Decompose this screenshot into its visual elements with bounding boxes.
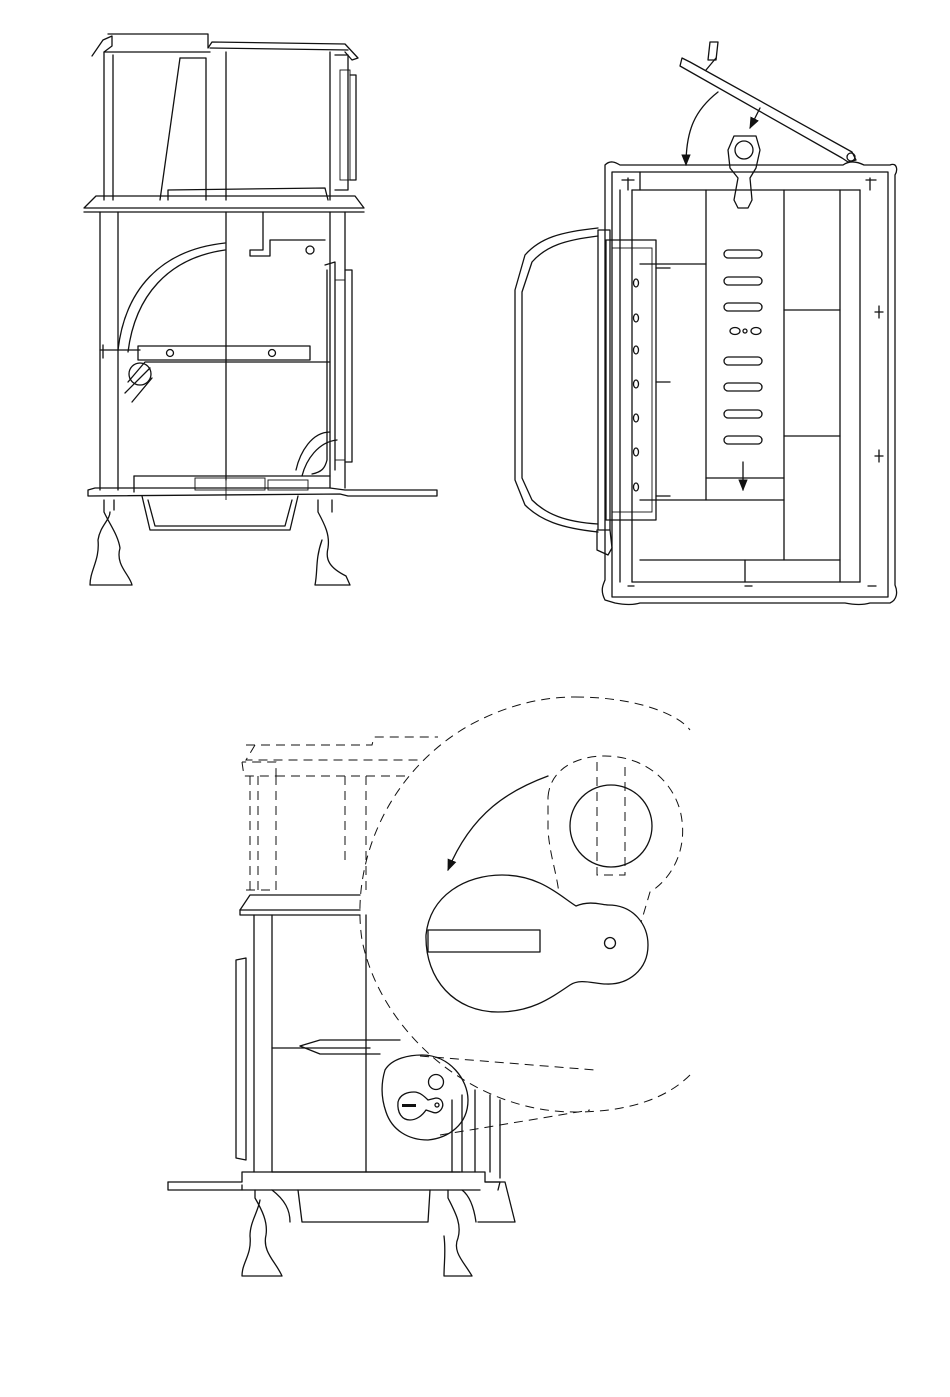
firebox-top-plan — [515, 42, 897, 605]
stove-side-section — [84, 34, 437, 585]
stove-legs — [90, 500, 350, 585]
small-damper-callout — [382, 1055, 468, 1140]
firebox-door — [515, 228, 670, 555]
upper-heat-chamber — [84, 34, 364, 212]
lower-firebox — [88, 212, 437, 530]
damper-enlarged-view — [360, 697, 690, 1135]
grate-slots — [724, 250, 762, 444]
damper-control-detail — [168, 697, 690, 1276]
phantom-upper-body — [242, 737, 438, 890]
shaker-handle — [680, 42, 856, 208]
